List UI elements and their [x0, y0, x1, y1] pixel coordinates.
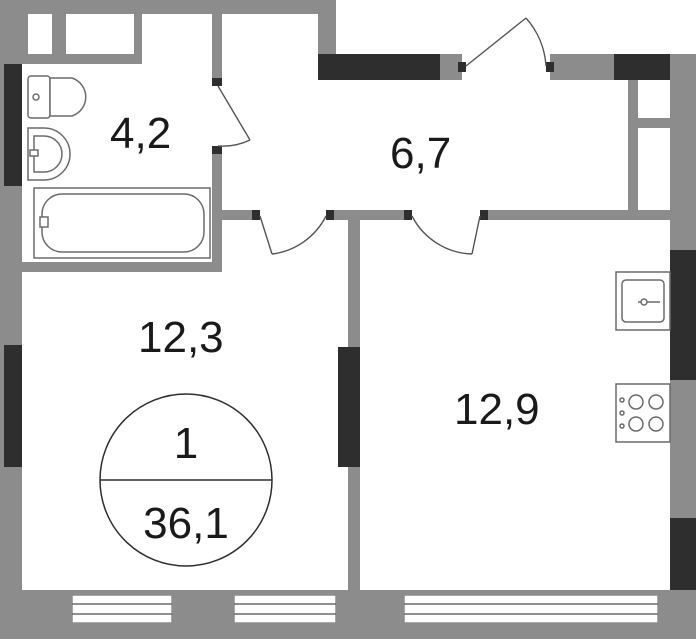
kitchen-sink-icon: [615, 271, 671, 331]
bottom-windows: [71, 594, 659, 624]
stove-icon: [615, 383, 671, 443]
toilet-icon: [27, 75, 87, 119]
total-area-label: 36,1: [143, 499, 229, 548]
hall-area-label: 6,7: [390, 129, 451, 178]
room-count-label: 1: [174, 419, 198, 468]
bathroom-area-label: 4,2: [110, 109, 171, 158]
bedroom-area-label: 12,3: [138, 313, 224, 362]
bathtub-icon: [33, 187, 211, 259]
kitchen-area-label: 12,9: [454, 385, 540, 434]
sink-icon: [27, 127, 71, 181]
interior-walls: [22, 14, 670, 590]
summary-badge: 1 36,1: [99, 393, 273, 567]
doors: [212, 17, 554, 255]
